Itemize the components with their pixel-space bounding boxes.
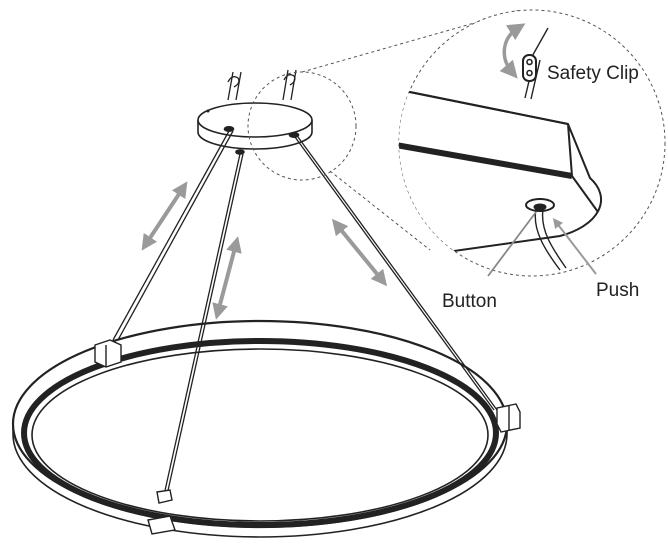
adjust-arrow-icon bbox=[141, 181, 388, 320]
safety-clip-icon bbox=[522, 54, 537, 82]
button-pointer-line bbox=[487, 211, 537, 277]
push-arrow-icon bbox=[552, 218, 597, 275]
ceiling-wires bbox=[227, 69, 297, 101]
ring-luminaire bbox=[11, 319, 509, 538]
ceiling-canopy bbox=[197, 102, 313, 155]
detail-callout-large bbox=[398, 9, 666, 277]
ring-clamps bbox=[94, 339, 521, 535]
push-label: Push bbox=[596, 280, 639, 301]
button-label: Button bbox=[442, 291, 497, 312]
safety-clip-label: Safety Clip bbox=[547, 63, 639, 84]
